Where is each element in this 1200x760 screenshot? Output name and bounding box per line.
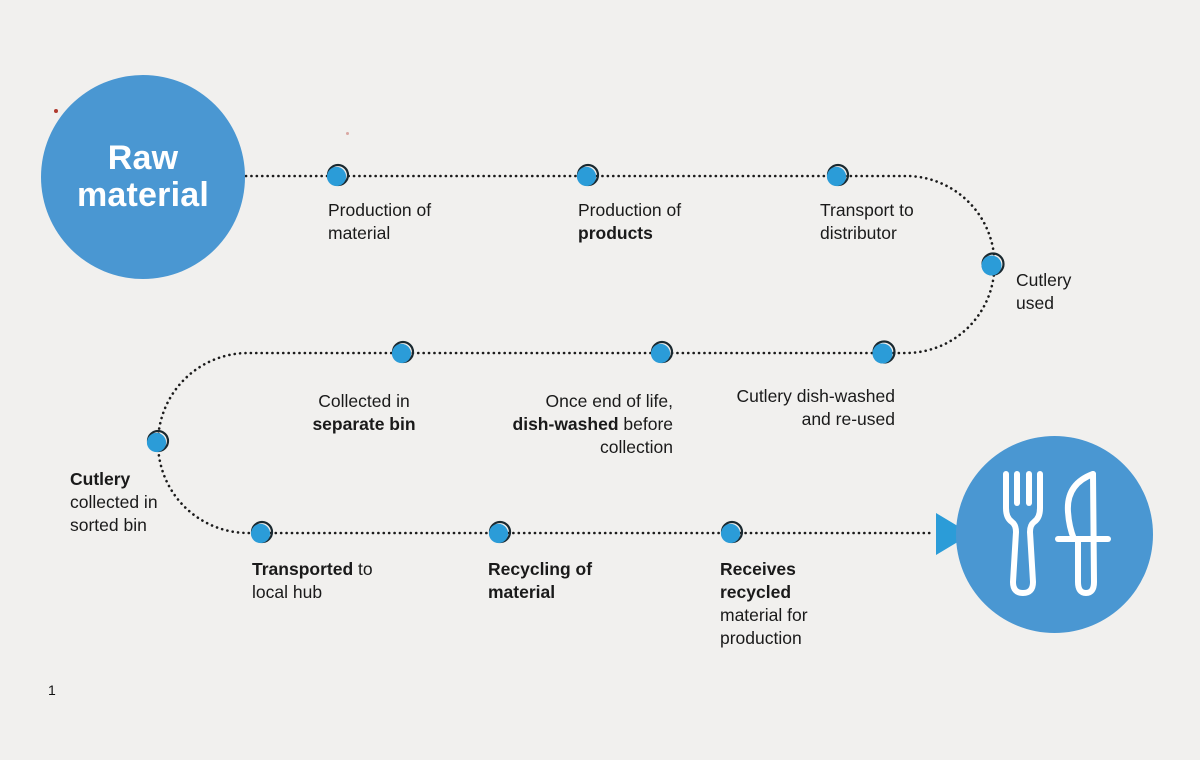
flow-arrow-icon bbox=[936, 513, 971, 555]
milestone-dot bbox=[391, 340, 415, 364]
milestone-dot bbox=[872, 340, 896, 364]
cutlery-node bbox=[956, 436, 1153, 633]
dotted-path bbox=[156, 174, 996, 535]
milestone-dot bbox=[576, 163, 600, 187]
milestone-dot bbox=[250, 520, 274, 544]
milestone-dot bbox=[326, 163, 350, 187]
red-speck-artifact bbox=[54, 109, 58, 113]
milestone-dot bbox=[488, 520, 512, 544]
milestone-dot bbox=[826, 163, 850, 187]
milestone-dot bbox=[650, 340, 674, 364]
fork-knife-icon bbox=[1002, 470, 1111, 596]
milestone-dot bbox=[981, 252, 1005, 276]
page-number: 1 bbox=[48, 682, 56, 698]
milestone-dot bbox=[146, 429, 170, 453]
pink-speck-artifact bbox=[346, 132, 349, 135]
milestone-dot bbox=[720, 520, 744, 544]
